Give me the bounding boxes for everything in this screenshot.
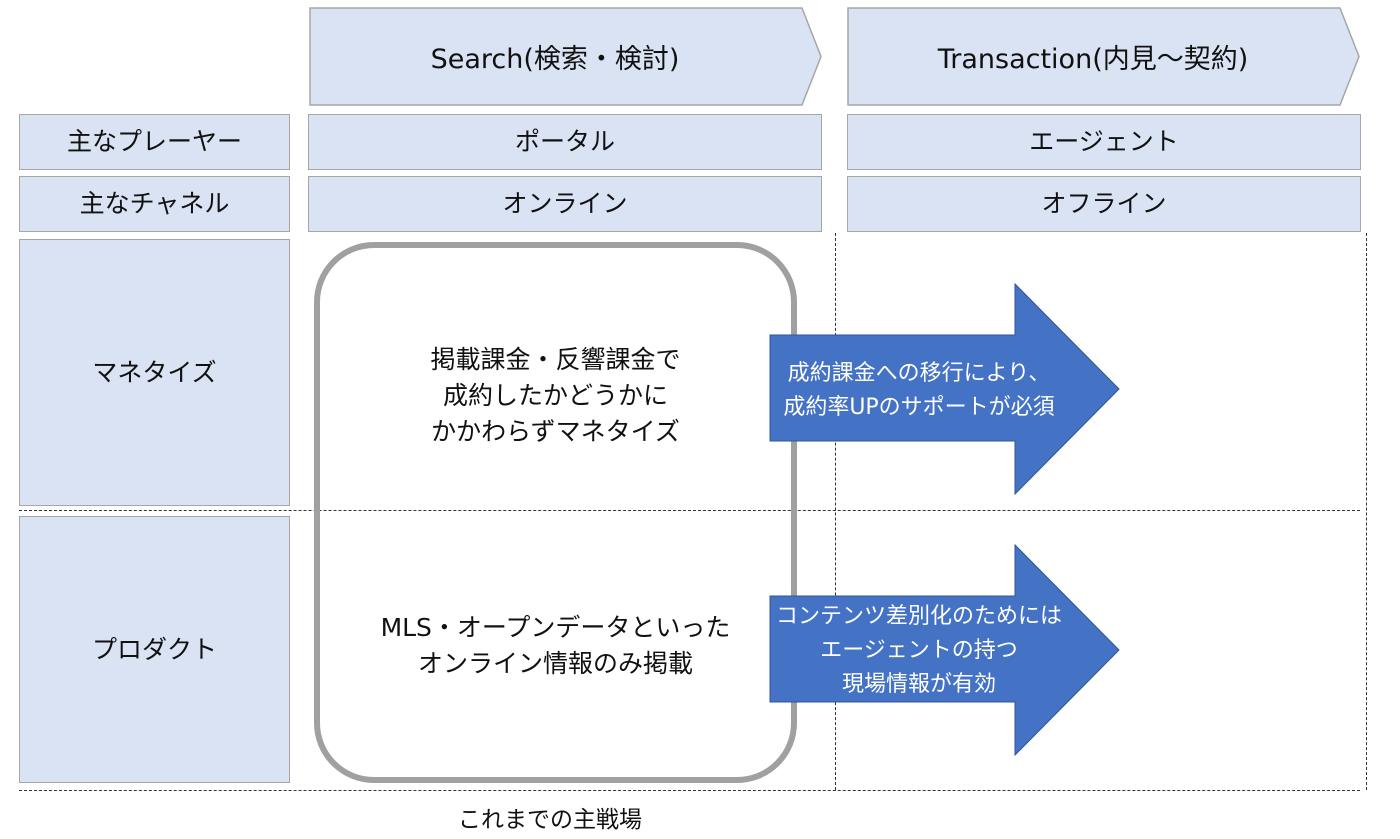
main-battlefield-box [314, 242, 797, 783]
monetize-arrow [769, 283, 1120, 495]
phase-divider-line [835, 233, 836, 790]
product-row-label: プロダクト [19, 516, 290, 783]
main-battlefield-caption: これまでの主戦場 [458, 807, 642, 833]
right-border-line [1366, 233, 1367, 790]
channels-transaction-cell: オフライン [847, 176, 1361, 232]
monetize-row-label: マネタイズ [19, 239, 290, 506]
search-phase-chevron: Search(検索・検討) [309, 7, 823, 106]
transaction-phase-label: Transaction(内見～契約) [937, 44, 1249, 75]
search-chevron-shape [309, 7, 822, 106]
monetize-arrow-text: 成約課金への移行により、 成約率UPのサポートが必須 [783, 361, 1055, 420]
product-arrow-text: コンテンツ差別化のためには エージェントの持つ 現場情報が有効 [775, 604, 1062, 697]
players-transaction-cell: エージェント [847, 114, 1361, 170]
row-divider-line [19, 510, 1360, 511]
channels-row-label: 主なチャネル [19, 176, 290, 232]
channels-search-cell: オンライン [308, 176, 822, 232]
transaction-chevron-shape [847, 7, 1360, 106]
transaction-phase-chevron: Transaction(内見～契約) [847, 7, 1361, 106]
product-arrow [769, 544, 1120, 756]
players-row-label: 主なプレーヤー [19, 114, 290, 170]
players-search-cell: ポータル [308, 114, 822, 170]
monetize-search-text: 掲載課金・反響課金で 成約したかどうかに かかわらずマネタイズ [430, 345, 681, 446]
search-phase-label: Search(検索・検討) [430, 44, 680, 75]
bottom-border-line [19, 790, 1360, 791]
product-search-text: MLS・オープンデータといった オンライン情報のみ掲載 [380, 613, 731, 678]
